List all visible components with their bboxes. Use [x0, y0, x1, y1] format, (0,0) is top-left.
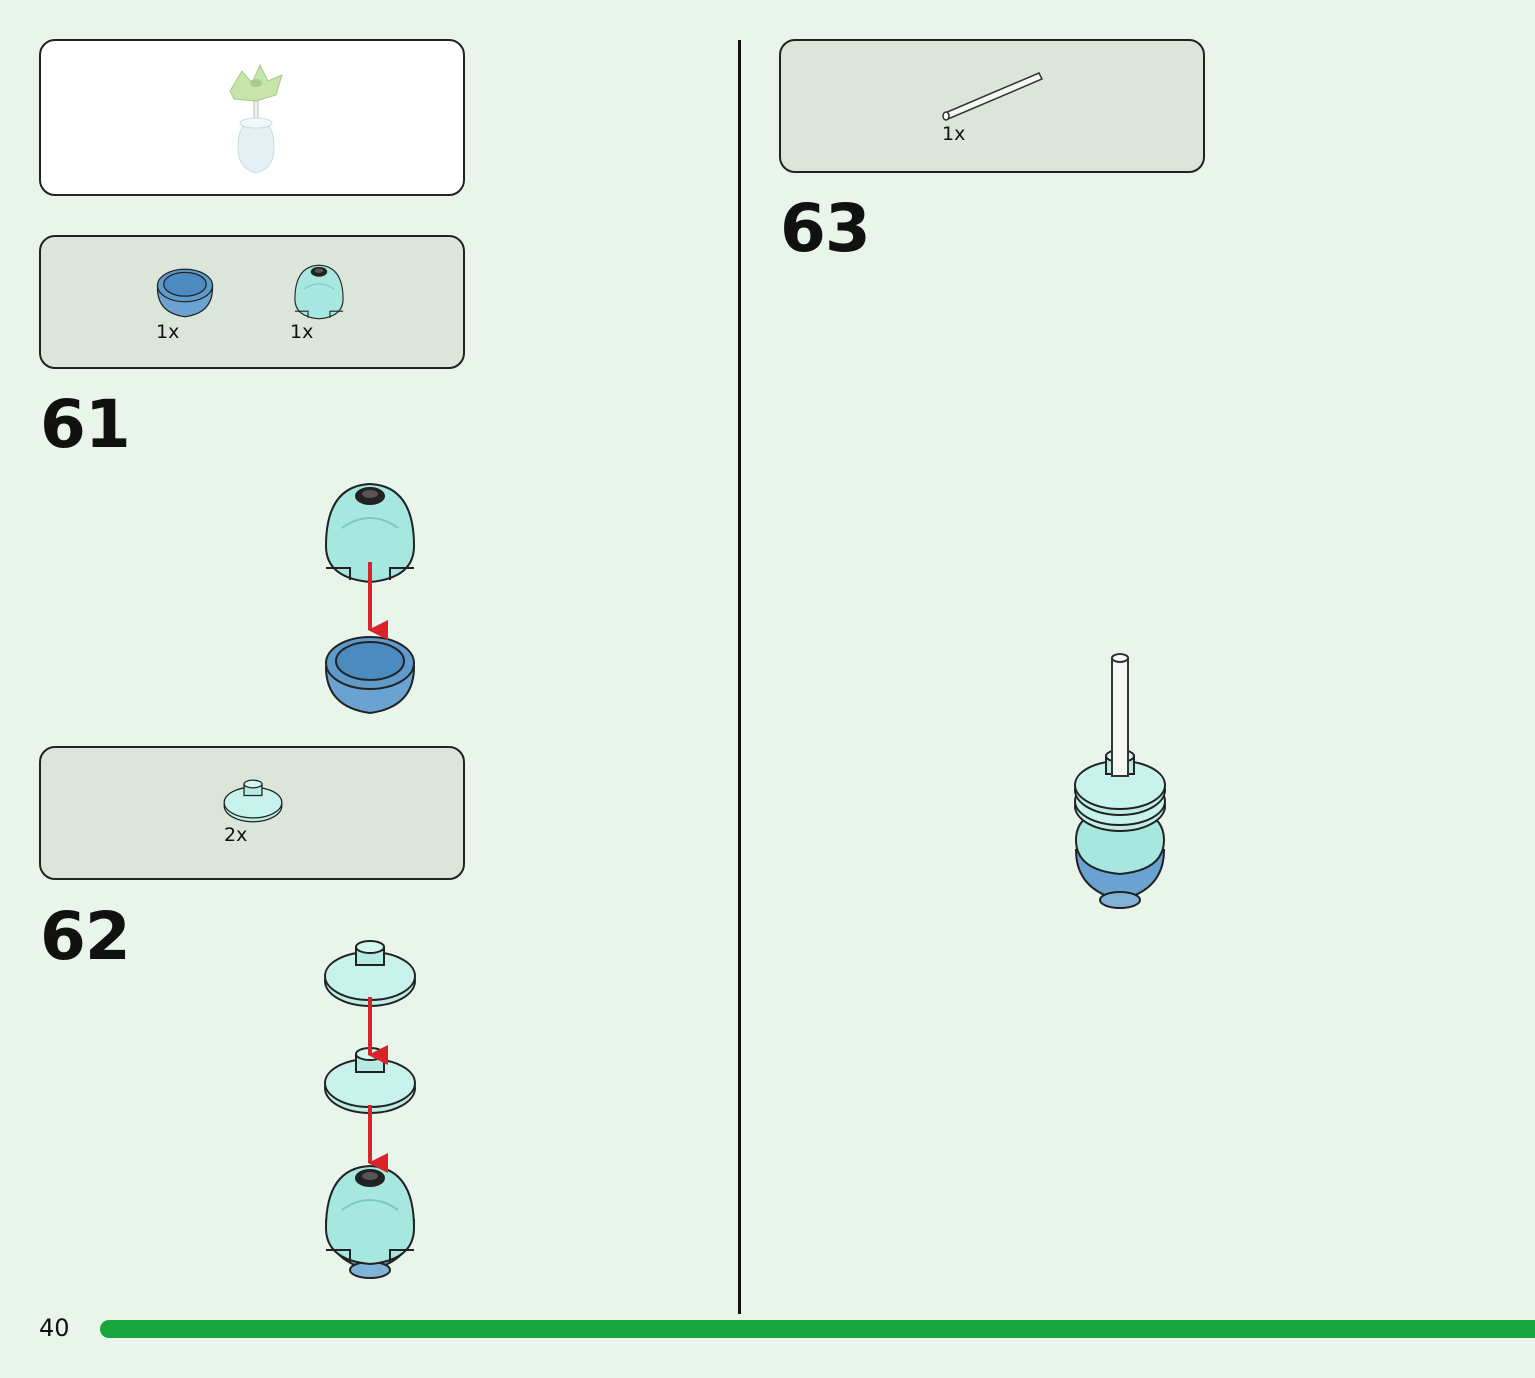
progress-bar — [100, 1320, 1535, 1338]
part-qty: 1x — [156, 321, 180, 343]
step-63-assembly — [1074, 653, 1166, 909]
trans-dome-icon — [294, 264, 344, 320]
step-62-parts-box: 2x — [39, 746, 465, 880]
step-61-assembly — [325, 483, 415, 714]
model-preview-box — [39, 39, 465, 196]
step-number: 61 — [40, 386, 131, 463]
step-62-assembly — [324, 940, 416, 1279]
white-bar-icon — [942, 72, 1044, 121]
blue-bowl-icon — [156, 268, 214, 318]
part-qty: 1x — [290, 321, 314, 343]
page-number: 40 — [39, 1314, 70, 1342]
step-63-parts-box: 1x — [779, 39, 1205, 173]
step-61-parts-box: 1x 1x — [39, 235, 465, 369]
step-number: 62 — [40, 898, 131, 975]
flower-model-icon — [229, 63, 283, 174]
part-qty: 2x — [224, 824, 248, 846]
trans-dish-icon — [223, 779, 283, 823]
column-divider — [738, 40, 741, 1314]
part-qty: 1x — [942, 123, 966, 145]
step-number: 63 — [780, 190, 871, 267]
